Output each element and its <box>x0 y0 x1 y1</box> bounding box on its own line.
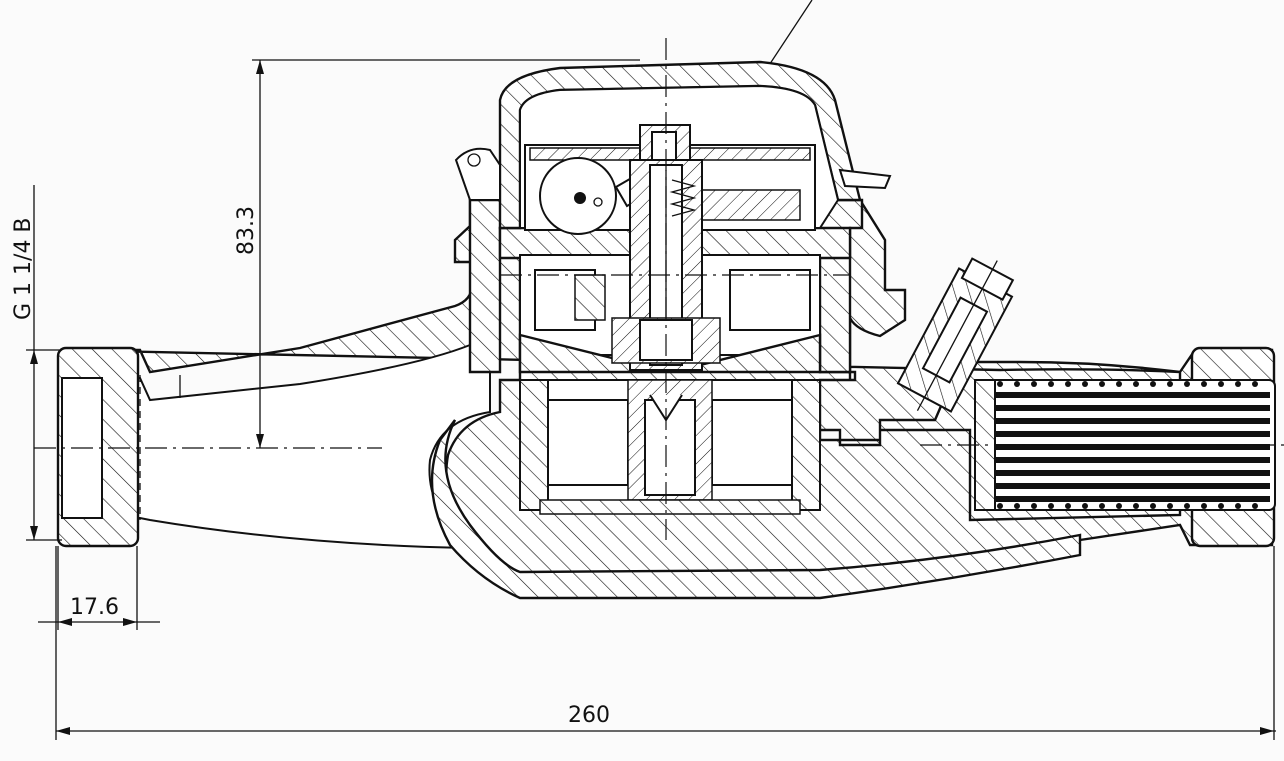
strainer-hole <box>1099 503 1105 509</box>
dimension-thread-length: 17.6 <box>38 546 160 630</box>
strainer-hole <box>1031 381 1037 387</box>
strainer-slat <box>995 392 1270 398</box>
strainer-hole <box>1150 381 1156 387</box>
strainer-hole <box>1116 503 1122 509</box>
dimension-height-label: 83.3 <box>234 206 259 255</box>
strainer-hole <box>1167 381 1173 387</box>
strainer-hole <box>1031 503 1037 509</box>
strainer-slat <box>995 457 1270 463</box>
dimension-thread: G 1 1/4 B <box>11 185 62 541</box>
strainer-hole <box>1116 381 1122 387</box>
strainer-slat <box>995 418 1270 424</box>
strainer-slat <box>995 405 1270 411</box>
strainer-slat <box>995 470 1270 476</box>
strainer-hole <box>1048 503 1054 509</box>
strainer-slat <box>995 483 1270 489</box>
dimension-overall-length: 260 <box>55 546 1276 740</box>
strainer-hole <box>1065 381 1071 387</box>
strainer-hole <box>1099 381 1105 387</box>
strainer-hole <box>1048 381 1054 387</box>
strainer-hole <box>997 381 1003 387</box>
strainer-hole <box>1150 503 1156 509</box>
strainer-hole <box>1133 503 1139 509</box>
strainer-hole <box>997 503 1003 509</box>
strainer-hole <box>1133 381 1139 387</box>
dimension-thread-length-label: 17.6 <box>70 595 119 620</box>
strainer-hole <box>1218 381 1224 387</box>
strainer-hole <box>1235 503 1241 509</box>
strainer-hole <box>1252 381 1258 387</box>
strainer-hole <box>1014 503 1020 509</box>
strainer-slat <box>995 444 1270 450</box>
measuring-chamber <box>519 379 821 515</box>
strainer-hole <box>1014 381 1020 387</box>
strainer-hole <box>1184 503 1190 509</box>
strainer-hole <box>1235 381 1241 387</box>
strainer-slat <box>995 431 1270 437</box>
strainer-hole <box>1218 503 1224 509</box>
strainer-hole <box>1201 381 1207 387</box>
strainer-hole <box>1082 503 1088 509</box>
strainer-slat <box>995 496 1270 502</box>
check-valve <box>896 257 1015 413</box>
dimension-height: 83.3 <box>234 59 640 448</box>
strainer-hole <box>1167 503 1173 509</box>
dimension-overall-length-label: 260 <box>568 703 610 728</box>
strainer-hole <box>1252 503 1258 509</box>
strainer-hole <box>1082 381 1088 387</box>
strainer-hole <box>1201 503 1207 509</box>
dimension-thread-label: G 1 1/4 B <box>11 217 36 320</box>
strainer-hole <box>1184 381 1190 387</box>
strainer-hole <box>1065 503 1071 509</box>
